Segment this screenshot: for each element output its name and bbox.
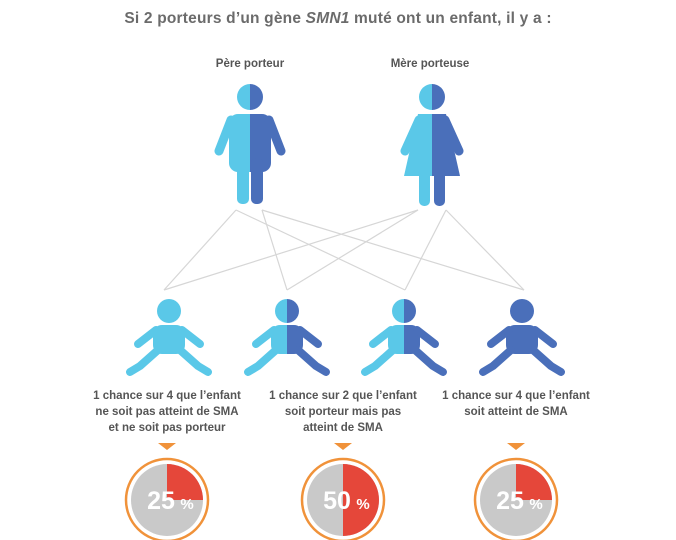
pointer-arrow-2 xyxy=(334,443,352,450)
caption-line: atteint de SMA xyxy=(303,422,383,434)
title-gene: SMN1 xyxy=(305,10,350,27)
baby-carrier-2 xyxy=(361,299,447,376)
pie-slice xyxy=(516,464,552,500)
father-label: Père porteur xyxy=(215,58,285,70)
title-suffix: muté ont un enfant, il y a : xyxy=(349,10,552,27)
connection-lines xyxy=(163,209,525,291)
pie-slice xyxy=(167,464,203,500)
pointer-arrow-1 xyxy=(158,443,176,450)
caption-affected: 1 chance sur 4 que l’enfant soit atteint… xyxy=(431,388,601,420)
pie-value-label: 50 xyxy=(323,487,351,515)
probability-pies: 25%50%25% xyxy=(124,457,559,540)
pie-chart-1: 25% xyxy=(124,457,210,540)
caption-unaffected: 1 chance sur 4 que l’enfant ne soit pas … xyxy=(82,388,252,436)
pie-value-label: 25 xyxy=(496,487,524,515)
mother-figure xyxy=(400,84,464,206)
pointer-arrow-3 xyxy=(507,443,525,450)
baby-unaffected xyxy=(126,299,212,376)
pie-chart-3: 25% xyxy=(473,457,559,540)
caption-carrier: 1 chance sur 2 que l’enfant soit porteur… xyxy=(258,388,428,436)
baby-carrier-1 xyxy=(244,299,330,376)
pie-unit-label: % xyxy=(356,496,369,513)
title-prefix: Si 2 porteurs d’un gène xyxy=(124,10,306,27)
caption-line: 1 chance sur 4 que l’enfant xyxy=(93,390,241,402)
pie-slice xyxy=(343,464,379,536)
pie-value-label: 25 xyxy=(147,487,175,515)
pie-unit-label: % xyxy=(180,496,193,513)
father-figure xyxy=(214,84,286,204)
caption-line: et ne soit pas porteur xyxy=(108,422,226,434)
caption-line: 1 chance sur 4 que l’enfant xyxy=(442,390,590,402)
caption-line: ne soit pas atteint de SMA xyxy=(95,406,239,418)
pie-chart-2: 50% xyxy=(300,457,386,540)
caption-line: 1 chance sur 2 que l’enfant xyxy=(269,390,417,402)
baby-affected xyxy=(479,299,565,376)
mother-label: Mère porteuse xyxy=(390,58,470,70)
caption-line: soit porteur mais pas xyxy=(284,406,402,418)
caption-line: soit atteint de SMA xyxy=(464,406,568,418)
pie-unit-label: % xyxy=(529,496,542,513)
page-title: Si 2 porteurs d’un gène SMN1 muté ont un… xyxy=(0,10,676,28)
